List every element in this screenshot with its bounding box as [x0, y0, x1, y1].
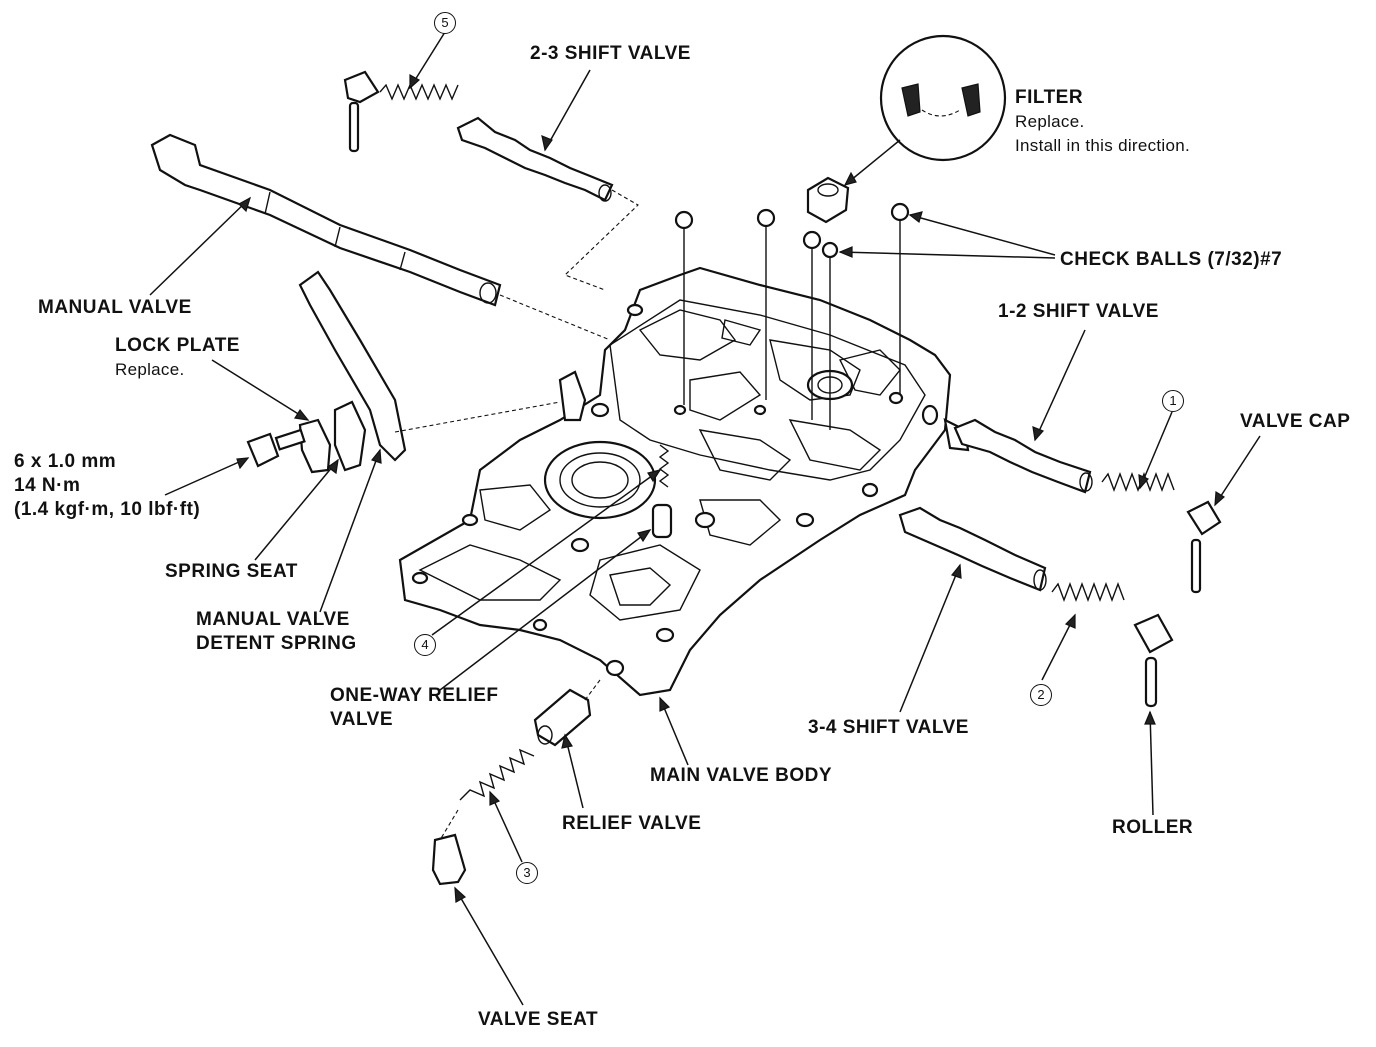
shift-valve-23-drawing [343, 70, 614, 202]
detent-spring-drawing [298, 270, 407, 472]
shift-valve-12-drawing [953, 418, 1222, 594]
callout-2: 2 [1030, 684, 1052, 706]
label-manual-valve: MANUAL VALVE [38, 297, 192, 318]
leader-lines [149, 31, 1261, 1006]
label-detent-spring-1: MANUAL VALVE [196, 609, 350, 630]
callout-3: 3 [516, 862, 538, 884]
label-spring-seat: SPRING SEAT [165, 561, 298, 582]
label-detent-spring-2: DETENT SPRING [196, 633, 357, 654]
label-bolt-size: 6 x 1.0 mm [14, 451, 117, 472]
callout-5: 5 [434, 12, 456, 34]
relief-valve-drawing [459, 688, 592, 801]
label-main-valve-body: MAIN VALVE BODY [650, 765, 833, 786]
label-filter-install: Install in this direction. [1015, 136, 1191, 155]
label-one-way-relief-2: VALVE [330, 709, 394, 730]
label-2-3-shift-valve: 2-3 SHIFT VALVE [530, 43, 691, 64]
one-way-relief-valve-drawing [651, 444, 673, 539]
label-bolt-torque: 14 N·m [14, 475, 81, 496]
label-relief-valve: RELIEF VALVE [562, 813, 702, 834]
callout-1: 1 [1162, 390, 1184, 412]
label-one-way-relief-1: ONE-WAY RELIEF [330, 685, 499, 706]
label-filter-replace: Replace. [1015, 112, 1085, 131]
label-roller: ROLLER [1112, 817, 1194, 838]
label-1-2-shift-valve: 1-2 SHIFT VALVE [998, 301, 1159, 322]
bolt-drawing [246, 428, 306, 468]
lock-plate-drawing [298, 418, 332, 474]
valve-seat-drawing [431, 833, 467, 886]
label-filter: FILTER [1015, 87, 1084, 108]
label-bolt-torque-alt: (1.4 kgf·m, 10 lbf·ft) [14, 499, 201, 520]
label-lock-plate-replace: Replace. [115, 360, 185, 379]
label-valve-cap: VALVE CAP [1240, 411, 1351, 432]
callout-4: 4 [414, 634, 436, 656]
label-lock-plate: LOCK PLATE [115, 335, 240, 356]
label-check-balls: CHECK BALLS (7/32)#7 [1060, 249, 1283, 270]
label-3-4-shift-valve: 3-4 SHIFT VALVE [808, 717, 969, 738]
manual-valve-drawing [150, 133, 502, 307]
alignment-lines [394, 189, 639, 841]
filter-detail-drawing [806, 34, 1007, 224]
label-valve-seat: VALVE SEAT [478, 1009, 599, 1030]
check-balls-drawing [674, 202, 910, 430]
shift-valve-34-drawing [898, 506, 1174, 708]
